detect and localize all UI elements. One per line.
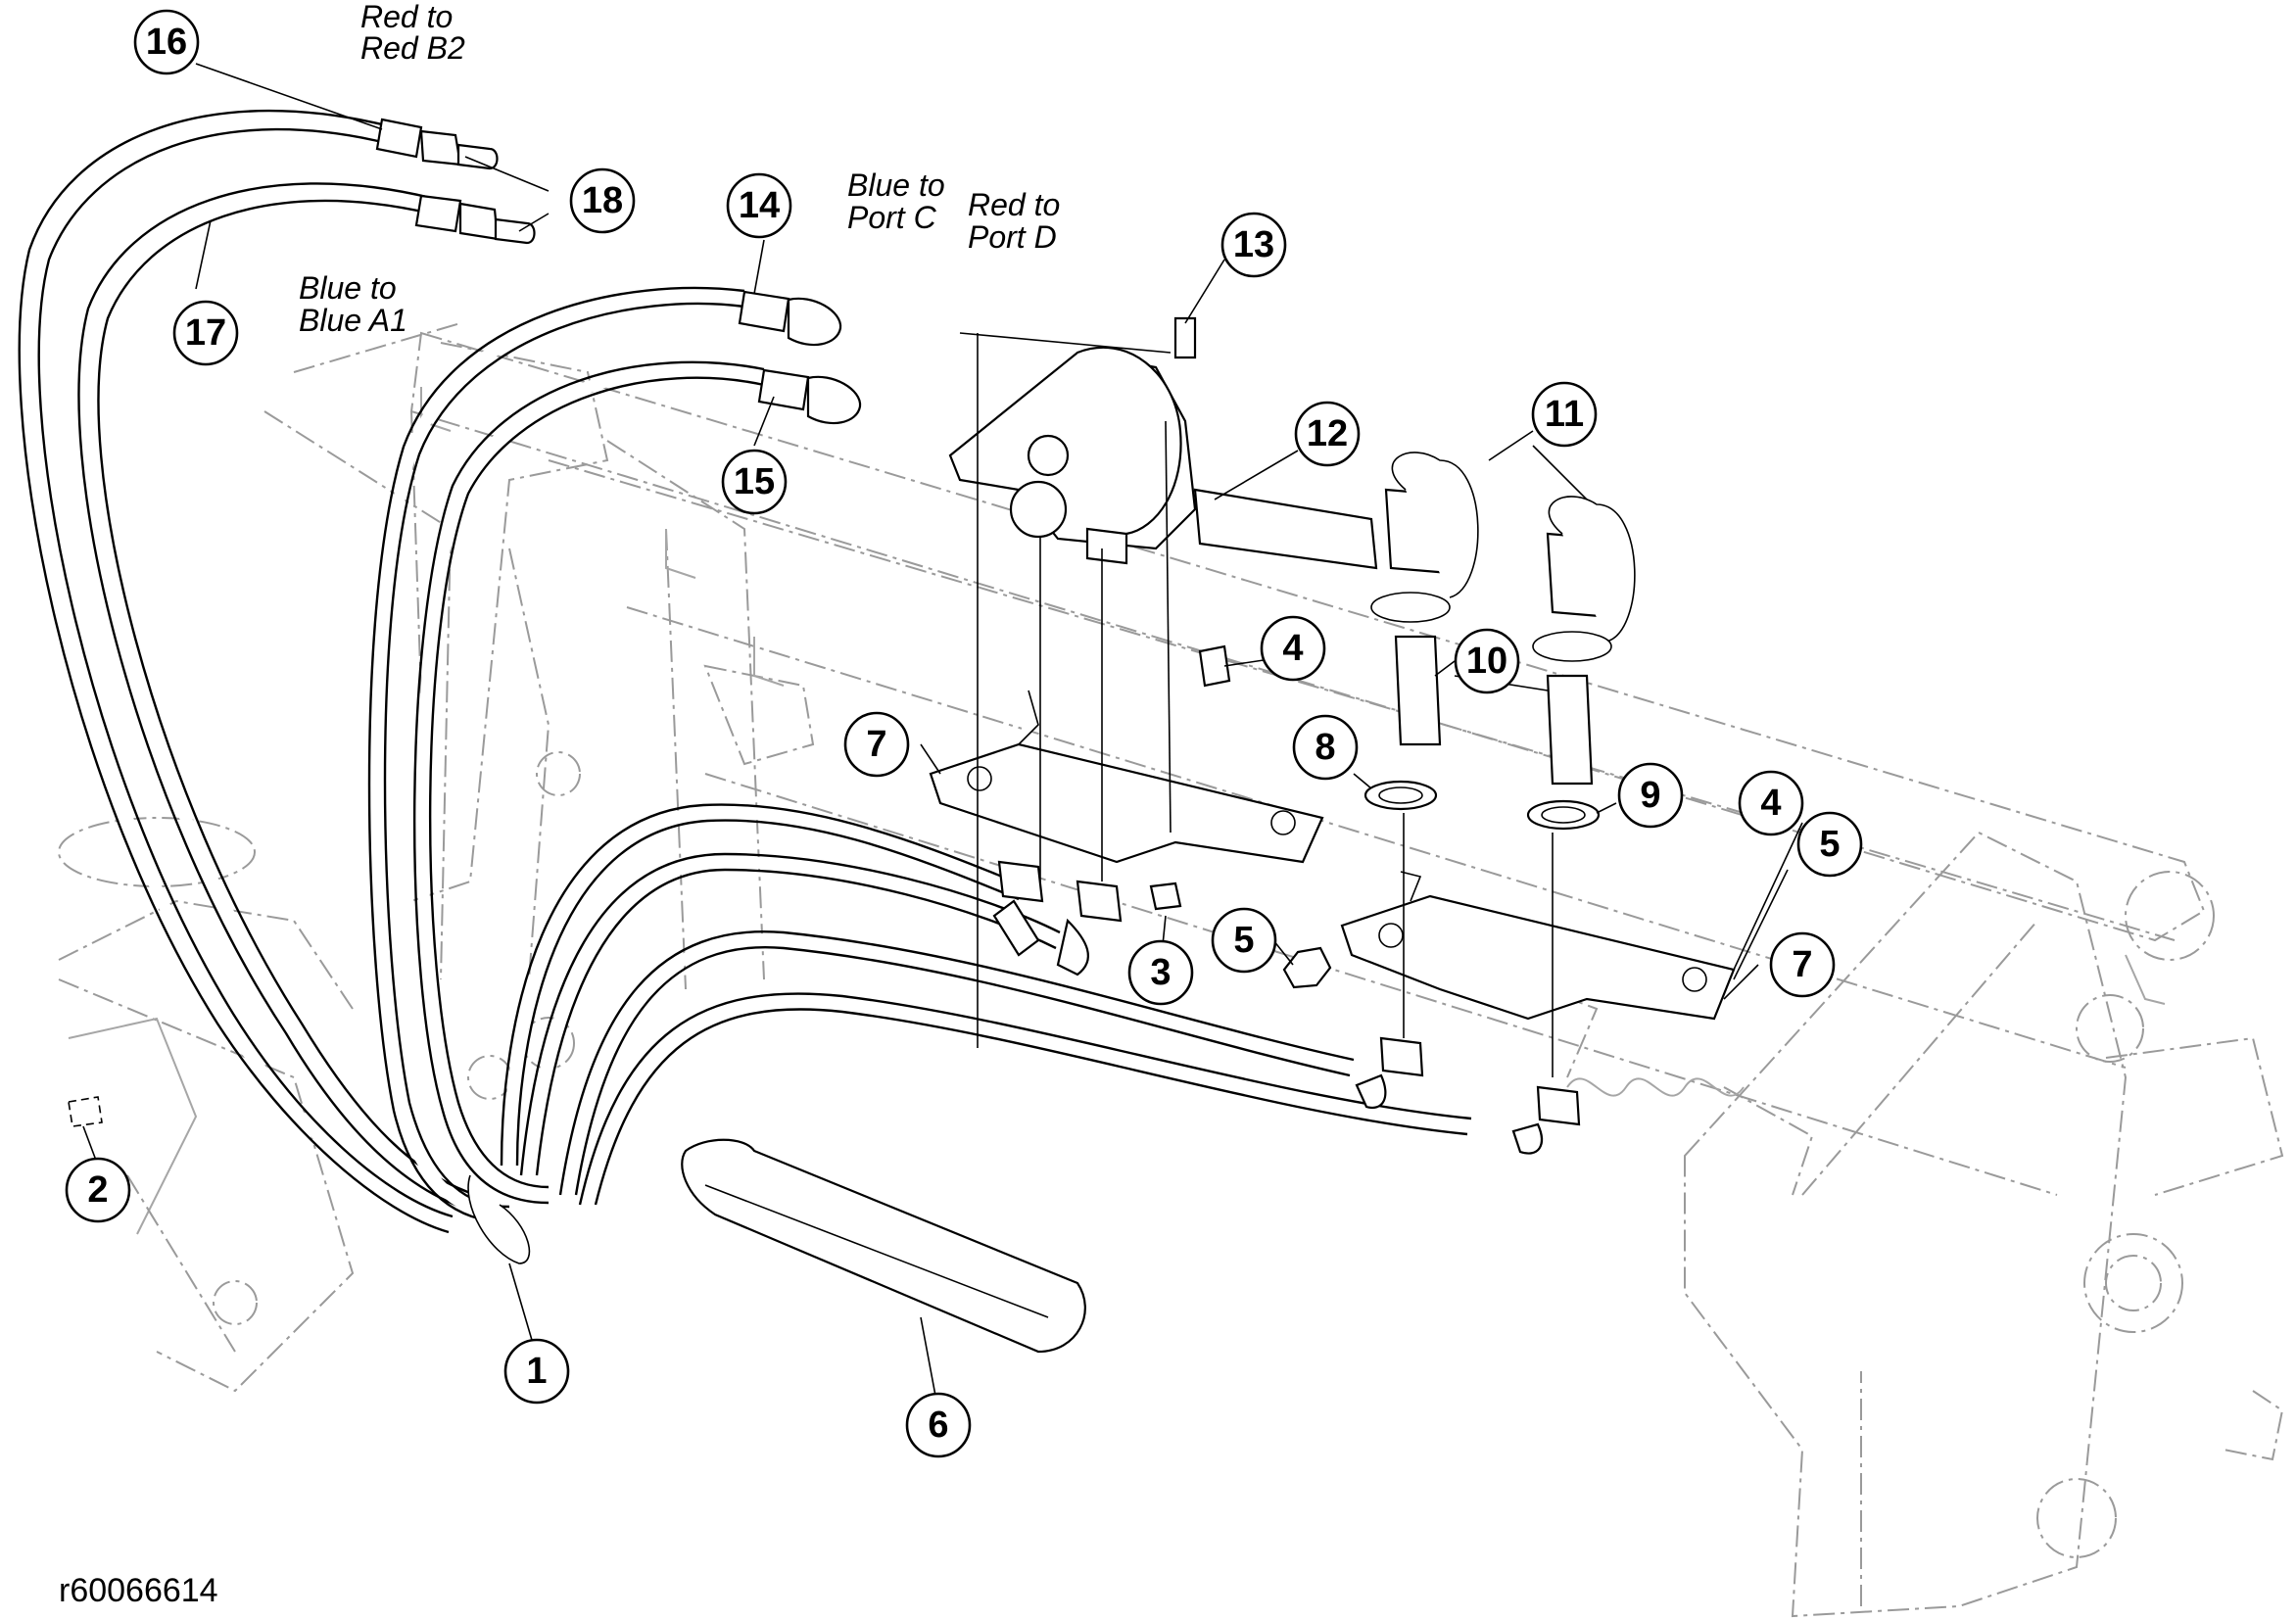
callout-13: 13 bbox=[1220, 212, 1287, 278]
callout-4-upper: 4 bbox=[1260, 615, 1326, 682]
svg-text:11: 11 bbox=[1545, 394, 1584, 435]
callout-7-left: 7 bbox=[843, 711, 910, 778]
svg-text:10: 10 bbox=[1466, 641, 1507, 682]
svg-text:6: 6 bbox=[928, 1405, 948, 1446]
callout-bubbles: 1 2 3 4 4 5 5 6 7 7 8 9 10 11 12 13 14 1… bbox=[65, 9, 1863, 1458]
note-blue-port-c-line1: Blue to bbox=[847, 167, 945, 203]
callout-10: 10 bbox=[1454, 628, 1520, 694]
callout-4-lower: 4 bbox=[1738, 770, 1804, 836]
note-blue-a1-line1: Blue to bbox=[299, 270, 397, 306]
callout-18: 18 bbox=[569, 167, 636, 234]
callout-1: 1 bbox=[503, 1338, 570, 1405]
quick-coupler-assemblies bbox=[1198, 452, 1636, 831]
callout-3: 3 bbox=[1127, 939, 1194, 1006]
connection-notes: Red to Red B2 Blue to Blue A1 Blue to Po… bbox=[299, 0, 1060, 338]
bracket-plates bbox=[929, 690, 1736, 1021]
note-red-port-d-line1: Red to bbox=[968, 187, 1060, 222]
svg-text:7: 7 bbox=[1792, 944, 1812, 985]
svg-text:17: 17 bbox=[185, 312, 226, 354]
note-blue-a1-line2: Blue A1 bbox=[299, 303, 407, 338]
callout-9: 9 bbox=[1617, 762, 1684, 829]
callout-2: 2 bbox=[65, 1157, 131, 1223]
svg-text:9: 9 bbox=[1640, 775, 1660, 816]
hose-end-fittings bbox=[68, 118, 1581, 1155]
mower-frame-outline bbox=[58, 322, 2284, 1618]
callout-8: 8 bbox=[1292, 714, 1359, 781]
callout-17: 17 bbox=[172, 300, 239, 366]
svg-text:1: 1 bbox=[526, 1351, 547, 1392]
svg-text:15: 15 bbox=[734, 461, 775, 502]
svg-text:7: 7 bbox=[866, 724, 886, 765]
svg-text:12: 12 bbox=[1307, 413, 1348, 454]
callout-11: 11 bbox=[1531, 381, 1598, 448]
svg-text:2: 2 bbox=[87, 1169, 108, 1211]
svg-text:18: 18 bbox=[582, 180, 623, 221]
callout-14: 14 bbox=[726, 172, 792, 239]
leader-lines bbox=[82, 63, 1803, 1397]
protective-sleeve bbox=[681, 1138, 1086, 1354]
callout-12: 12 bbox=[1294, 401, 1361, 467]
svg-text:4: 4 bbox=[1282, 628, 1303, 669]
note-red-port-d-line2: Port D bbox=[968, 219, 1057, 255]
callout-15: 15 bbox=[721, 449, 788, 515]
svg-text:13: 13 bbox=[1233, 224, 1274, 265]
note-blue-port-c-line2: Port C bbox=[847, 200, 937, 235]
note-red-b2-line1: Red to bbox=[360, 0, 453, 34]
figure-id: r60066614 bbox=[59, 1572, 218, 1609]
svg-text:4: 4 bbox=[1760, 783, 1781, 824]
callout-7-right: 7 bbox=[1769, 931, 1836, 998]
note-red-b2-line2: Red B2 bbox=[360, 30, 465, 66]
svg-text:5: 5 bbox=[1233, 920, 1254, 961]
svg-text:8: 8 bbox=[1315, 727, 1335, 768]
callout-5-lower: 5 bbox=[1211, 907, 1277, 974]
callout-5-upper: 5 bbox=[1796, 811, 1863, 878]
svg-text:5: 5 bbox=[1819, 824, 1840, 865]
callout-16: 16 bbox=[133, 9, 200, 75]
svg-text:14: 14 bbox=[739, 185, 780, 226]
hydraulic-hoses bbox=[18, 110, 1472, 1264]
callout-6: 6 bbox=[905, 1392, 972, 1458]
svg-text:3: 3 bbox=[1150, 952, 1171, 993]
svg-text:16: 16 bbox=[146, 22, 187, 63]
